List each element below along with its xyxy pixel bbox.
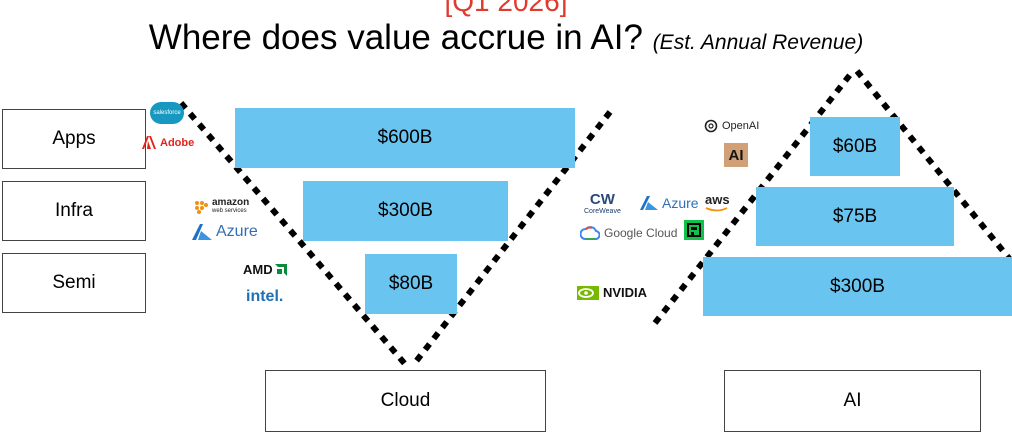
- adobe-logo: Adobe: [142, 136, 194, 149]
- amazon-subtext: web services: [212, 208, 247, 214]
- layer-apps-label: Apps: [2, 109, 146, 169]
- coreweave-mark: CW: [589, 191, 615, 208]
- cloud-apps-bar: $600B: [235, 108, 575, 168]
- amd-arrow-icon: [274, 263, 287, 276]
- cloud-semi-value: $80B: [388, 273, 434, 294]
- anthropic-logo: AI: [724, 143, 748, 167]
- green-square-logo: [684, 220, 704, 240]
- salesforce-logo: salesforce: [150, 102, 184, 124]
- ai-label-box: AI: [724, 370, 981, 432]
- ai-apps-bar: $60B: [810, 117, 900, 176]
- ai-infra-bar: $75B: [756, 187, 954, 246]
- cloud-apps-value: $600B: [377, 127, 433, 148]
- period-label: [Q1 2026]: [444, 0, 568, 17]
- nvidia-eye-icon: [577, 285, 599, 300]
- layer-semi-label: Semi: [2, 253, 146, 313]
- ai-infra-value: $75B: [832, 205, 878, 227]
- nvidia-text: NVIDIA: [603, 285, 648, 300]
- cloud-semi-bar: $80B: [365, 254, 457, 314]
- openai-logo: OpenAI: [704, 119, 759, 133]
- cloud-infra-bar: $300B: [303, 181, 508, 241]
- azure-logo-ai: Azure: [640, 195, 699, 211]
- ai-pyramid-left-line: [652, 69, 856, 325]
- amd-text: AMD: [243, 262, 273, 277]
- cloud-funnel-right-line: [411, 110, 613, 366]
- coreweave-text: CoreWeave: [584, 208, 621, 215]
- ai-semi-bar: $300B: [703, 257, 1012, 316]
- aws-dots-icon: [194, 200, 208, 214]
- layer-infra-label: Infra: [2, 181, 146, 241]
- google-cloud-text: Google Cloud: [604, 226, 678, 240]
- amd-logo: AMD: [243, 262, 291, 277]
- cloud-infra-value: $300B: [378, 200, 433, 221]
- intel-logo: intel.: [246, 288, 284, 305]
- google-cloud-logo: Google Cloud: [580, 226, 677, 240]
- aws-text: aws: [705, 192, 730, 207]
- cloud-funnel-left-line: [178, 101, 408, 366]
- azure-icon-ai: [640, 196, 658, 210]
- coreweave-logo: CW CoreWeave: [584, 191, 621, 216]
- openai-icon: [704, 119, 718, 133]
- page-title: Where does value accrue in AI? (Est. Ann…: [0, 18, 1012, 58]
- aws-logo: aws: [705, 192, 730, 212]
- adobe-icon: [142, 136, 156, 149]
- amazon-web-services-logo: amazon web services: [194, 198, 249, 216]
- adobe-text: Adobe: [160, 136, 195, 149]
- azure-text-cloud: Azure: [216, 223, 258, 240]
- title-subtitle: (Est. Annual Revenue): [652, 31, 864, 54]
- openai-text: OpenAI: [722, 120, 760, 132]
- ai-semi-value: $300B: [830, 275, 885, 297]
- green-square-icon: [687, 223, 701, 237]
- cloud-label-box: Cloud: [265, 370, 546, 432]
- azure-logo-cloud: Azure: [192, 223, 258, 241]
- google-cloud-icon: [580, 226, 600, 240]
- aws-smile-icon: [705, 207, 728, 212]
- azure-icon: [192, 224, 212, 240]
- azure-text-ai: Azure: [662, 195, 699, 211]
- nvidia-logo: NVIDIA: [577, 285, 647, 300]
- ai-apps-value: $60B: [832, 135, 878, 157]
- title-text: Where does value accrue in AI?: [148, 18, 643, 57]
- amazon-text: amazon: [212, 197, 250, 208]
